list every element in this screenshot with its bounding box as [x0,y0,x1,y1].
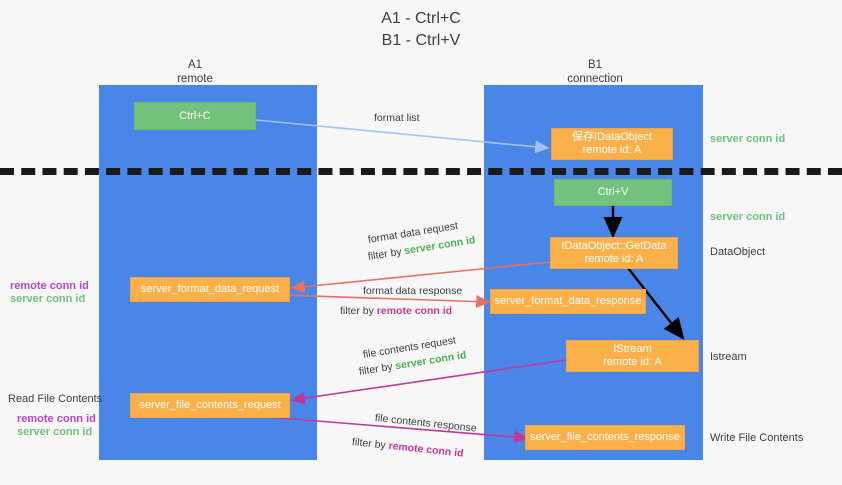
lane-header-b1-sub: connection [567,73,623,85]
node-server-format-data-response-label: server_format_data_response [494,295,642,307]
node-istream-line1: IStream [613,343,652,355]
phase-divider [0,168,842,175]
node-server-format-data-request[interactable]: server_format_data_request [130,277,290,302]
annotation-right-server-conn-id-2: server conn id [710,211,786,223]
node-getdata-line1: IDataObject::GetData [561,240,667,252]
annotation-right-server-conn-id-1: server conn id [710,133,786,145]
node-server-file-contents-request[interactable]: server_file_contents_request [130,393,290,418]
annotation-right-write-file-contents: Write File Contents [710,432,804,444]
node-ctrl-c[interactable]: Ctrl+C [134,102,256,130]
node-server-file-contents-response[interactable]: server_file_contents_response [525,425,685,450]
node-save-idataobject[interactable]: 保存IDataObject remote id: A [551,128,673,160]
lane-header-a1-name: A1 [187,59,203,71]
edge-label-format-list: format list [374,111,420,125]
title-line-2: B1 - Ctrl+V [381,32,461,49]
title-line-1: A1 - Ctrl+C [381,10,461,27]
edge-label-format-data-response: format data response [363,284,462,298]
annotation-right-istream: Istream [710,351,747,363]
page-title: A1 - Ctrl+C B1 - Ctrl+V [0,8,842,52]
filter-prefix: filter by [340,305,377,317]
node-server-format-data-request-label: server_format_data_request [140,283,280,295]
filter-prefix: filter by [351,436,390,452]
node-ctrl-v[interactable]: Ctrl+V [554,179,672,206]
lane-header-b1-name: B1 [587,59,603,71]
lane-header-a1-sub: remote [177,73,213,85]
node-istream[interactable]: IStream remote id: A [566,340,699,372]
node-idataobject-getdata[interactable]: IDataObject::GetData remote id: A [550,237,678,269]
node-server-format-data-response[interactable]: server_format_data_response [490,289,646,314]
lane-header-a1: A1 remote [135,58,255,86]
annotation-left-remote-conn-id-1: remote conn id [10,280,89,292]
annotation-right-dataobject: DataObject [710,246,766,258]
filter-key-remote-conn-id: remote conn id [376,305,453,317]
edge-label-format-data-response-text: format data response [363,285,463,297]
edge-label-format-data-response-filter: filter by remote conn id [340,304,452,318]
node-server-file-contents-request-label: server_file_contents_request [139,399,281,411]
node-save-idataobject-line2: remote id: A [582,144,642,156]
node-getdata-line2: remote id: A [584,253,644,265]
node-ctrl-c-label: Ctrl+C [179,109,211,122]
node-server-file-contents-response-label: server_file_contents_response [530,431,680,443]
annotation-left-read-file-contents: Read File Contents [8,393,103,405]
node-ctrl-v-label: Ctrl+V [597,186,629,198]
lane-header-b1: B1 connection [535,58,655,86]
edge-label-format-list-text: format list [374,112,420,124]
annotation-left-remote-conn-id-2: remote conn id [17,413,96,425]
node-save-idataobject-line1: 保存IDataObject [571,131,653,143]
node-istream-line2: remote id: A [603,356,662,368]
annotation-left-server-conn-id-2: server conn id [17,426,93,438]
annotation-left-server-conn-id-1: server conn id [10,293,86,305]
